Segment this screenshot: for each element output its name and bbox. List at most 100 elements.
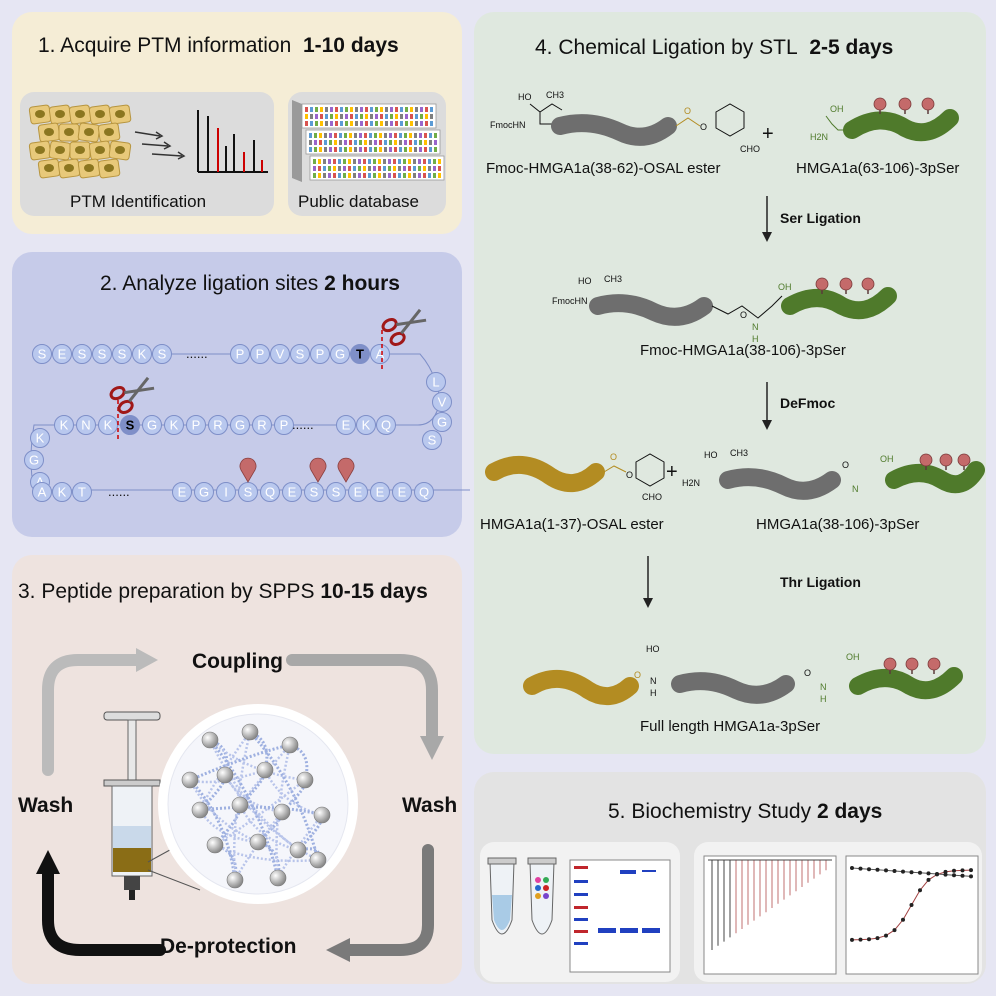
database-cell (379, 147, 382, 152)
database-cell (438, 166, 441, 171)
residue-row2-letter: K (60, 418, 69, 433)
tube-dot (535, 893, 541, 899)
database-cell (393, 166, 396, 171)
database-cell (409, 147, 412, 152)
database-cell (395, 107, 398, 112)
database-cell (315, 121, 318, 126)
cell-nucleus (35, 146, 45, 154)
cell-nucleus (64, 164, 74, 172)
database-cell (340, 114, 343, 119)
database-cell (403, 166, 406, 171)
database-cell (383, 173, 386, 178)
database-cell (310, 114, 313, 119)
residue-row2-letter: R (257, 418, 266, 433)
database-cell (434, 133, 437, 138)
database-cell (329, 140, 332, 145)
residue-row2b-letter: Q (381, 418, 391, 433)
chem-oh: OH (778, 282, 792, 292)
resin-chain (188, 778, 237, 881)
cell-nucleus (84, 128, 94, 136)
database-cell (359, 147, 362, 152)
cell-nucleus (55, 146, 65, 154)
database-cell (350, 121, 353, 126)
chem-o: O (634, 670, 641, 680)
cell-nucleus (115, 110, 125, 118)
resin-chain (199, 805, 323, 817)
database-cell (368, 166, 371, 171)
label-63-106: HMGA1a(63-106)-3pSer (796, 160, 960, 177)
resin-bead (206, 836, 224, 854)
residue-left-bead (30, 428, 50, 448)
database-cell (419, 147, 422, 152)
database-cell (369, 140, 372, 145)
database-cell (334, 140, 337, 145)
residue-row1-letter: E (58, 347, 67, 362)
phosphate (861, 277, 875, 291)
database-cell (393, 173, 396, 178)
database-side (292, 100, 302, 182)
database-cell (398, 173, 401, 178)
database-cell (373, 166, 376, 171)
database-cell (339, 147, 342, 152)
database-cell (425, 114, 428, 119)
gel-ladder-band (574, 930, 588, 933)
database-cell (318, 159, 321, 164)
database-cell (365, 114, 368, 119)
gel-ladder-band (574, 880, 588, 883)
binding-point (858, 937, 863, 942)
database-cell (348, 159, 351, 164)
panel2-title-main: 2. Analyze ligation sites (100, 272, 319, 295)
database-cell (339, 133, 342, 138)
chem-ho: HO (518, 92, 532, 102)
residue-row2b-letter: K (362, 418, 371, 433)
database-cell (393, 159, 396, 164)
phosphate (898, 97, 912, 111)
database-cell (335, 114, 338, 119)
database-cell (388, 166, 391, 171)
scissor-handle (109, 386, 126, 401)
resin-chain (297, 847, 321, 861)
binding-point (850, 866, 854, 870)
database-cell (344, 133, 347, 138)
step-ser-ligation: Ser Ligation (780, 210, 861, 226)
residue-row2-bead (120, 415, 140, 435)
residue-row2-bead (252, 415, 272, 435)
residue-row2-bead (142, 415, 162, 435)
chain-gray-38-62 (671, 672, 795, 704)
database-cell (309, 140, 312, 145)
residue-row1-letter: S (38, 347, 47, 362)
panel4-title-main: 4. Chemical Ligation by STL (535, 36, 798, 59)
ptm-identification-label: PTM Identification (70, 192, 207, 211)
tube-2-cap (527, 857, 557, 865)
database-cell (424, 147, 427, 152)
database-cell (429, 147, 432, 152)
database-cell (413, 166, 416, 171)
binding-point (901, 917, 905, 922)
sequence-gap-3: ...... (108, 484, 130, 499)
residue-right-bead (422, 430, 442, 450)
database-cell (414, 133, 417, 138)
residue-row3b-bead (392, 482, 412, 502)
sequence-gap-1: ...... (186, 346, 208, 361)
residue-row3b-letter: I (224, 485, 228, 500)
database-cell (433, 166, 436, 171)
database-cell (389, 140, 392, 145)
database-cell (354, 140, 357, 145)
sequence-gap-2: ...... (292, 417, 314, 432)
database-cell (333, 159, 336, 164)
database-cell (323, 173, 326, 178)
database-cell (424, 133, 427, 138)
database-cell (329, 147, 332, 152)
ester-bond (675, 117, 701, 127)
database-cell (368, 173, 371, 178)
residue-row1b-bead (230, 344, 250, 364)
gel-ladder-band (574, 866, 588, 869)
database-cell (374, 147, 377, 152)
database-cell (319, 140, 322, 145)
database-cell (420, 107, 423, 112)
gel-band (620, 928, 638, 933)
step-defmoc: DeFmoc (780, 395, 836, 411)
cell-nucleus (115, 146, 125, 154)
